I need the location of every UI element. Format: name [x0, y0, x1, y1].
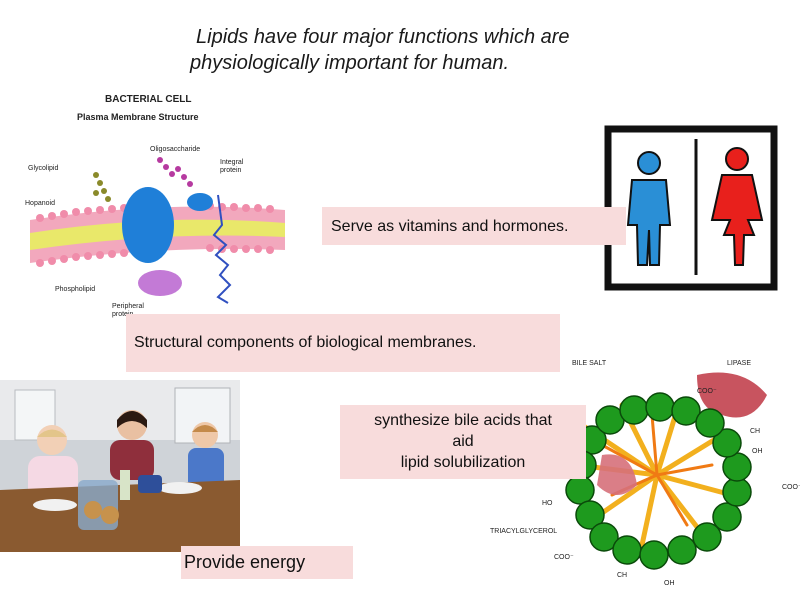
bile-text-2: aid	[452, 433, 474, 450]
title-line-2: physiologically important for human.	[190, 52, 510, 74]
restroom-sign-icon	[604, 125, 778, 291]
bile-text-1: synthesize bile acids that	[374, 412, 552, 429]
label-phospholipid: Phospholipid	[55, 286, 95, 293]
vitamins-hormones-box: Serve as vitamins and hormones.	[322, 207, 626, 245]
label-triacylglycerol: TRIACYLGLYCEROL	[490, 528, 557, 535]
vitamins-text: Serve as vitamins and hormones.	[331, 218, 569, 235]
label-oh-bottom: OH	[664, 580, 675, 587]
title-line-1: Lipids have four major functions which a…	[196, 26, 570, 48]
label-integral-2: protein	[220, 167, 242, 174]
label-ch-right: CH	[750, 428, 760, 435]
structural-text: Structural components of biological memb…	[134, 334, 477, 351]
label-lipase: LIPASE	[727, 360, 751, 367]
label-bile-salt: BILE SALT	[572, 360, 607, 367]
label-integral-1: Integral	[220, 159, 244, 166]
label-peripheral-2: protein	[112, 311, 134, 318]
label-glycolipid: Glycolipid	[28, 165, 58, 172]
membrane-diagram: BACTERIAL CELL Plasma Membrane Structure…	[25, 94, 285, 318]
energy-text: Provide energy	[184, 552, 306, 572]
structural-membranes-box: Structural components of biological memb…	[126, 314, 560, 372]
membrane-heading: BACTERIAL CELL	[105, 94, 191, 105]
slide-title: Lipids have four major functions which a…	[150, 24, 670, 76]
bile-acids-box: synthesize bile acids that aid lipid sol…	[340, 405, 586, 479]
label-peripheral-1: Peripheral	[112, 303, 144, 310]
family-photo	[0, 380, 240, 552]
label-ho-left: HO	[542, 500, 553, 507]
label-coo-right: COO⁻	[782, 484, 800, 491]
label-oligosaccharide: Oligosaccharide	[150, 146, 200, 153]
label-coo-bottom: COO⁻	[554, 554, 574, 561]
label-ch-bottom: CH	[617, 572, 627, 579]
label-coo-top: COO⁻	[697, 388, 717, 395]
label-hopanoid: Hopanoid	[25, 200, 55, 207]
energy-box: Provide energy	[181, 546, 353, 579]
bile-text-3: lipid solubilization	[400, 454, 526, 471]
label-oh-right: OH	[752, 448, 763, 455]
membrane-subheading: Plasma Membrane Structure	[77, 112, 199, 122]
